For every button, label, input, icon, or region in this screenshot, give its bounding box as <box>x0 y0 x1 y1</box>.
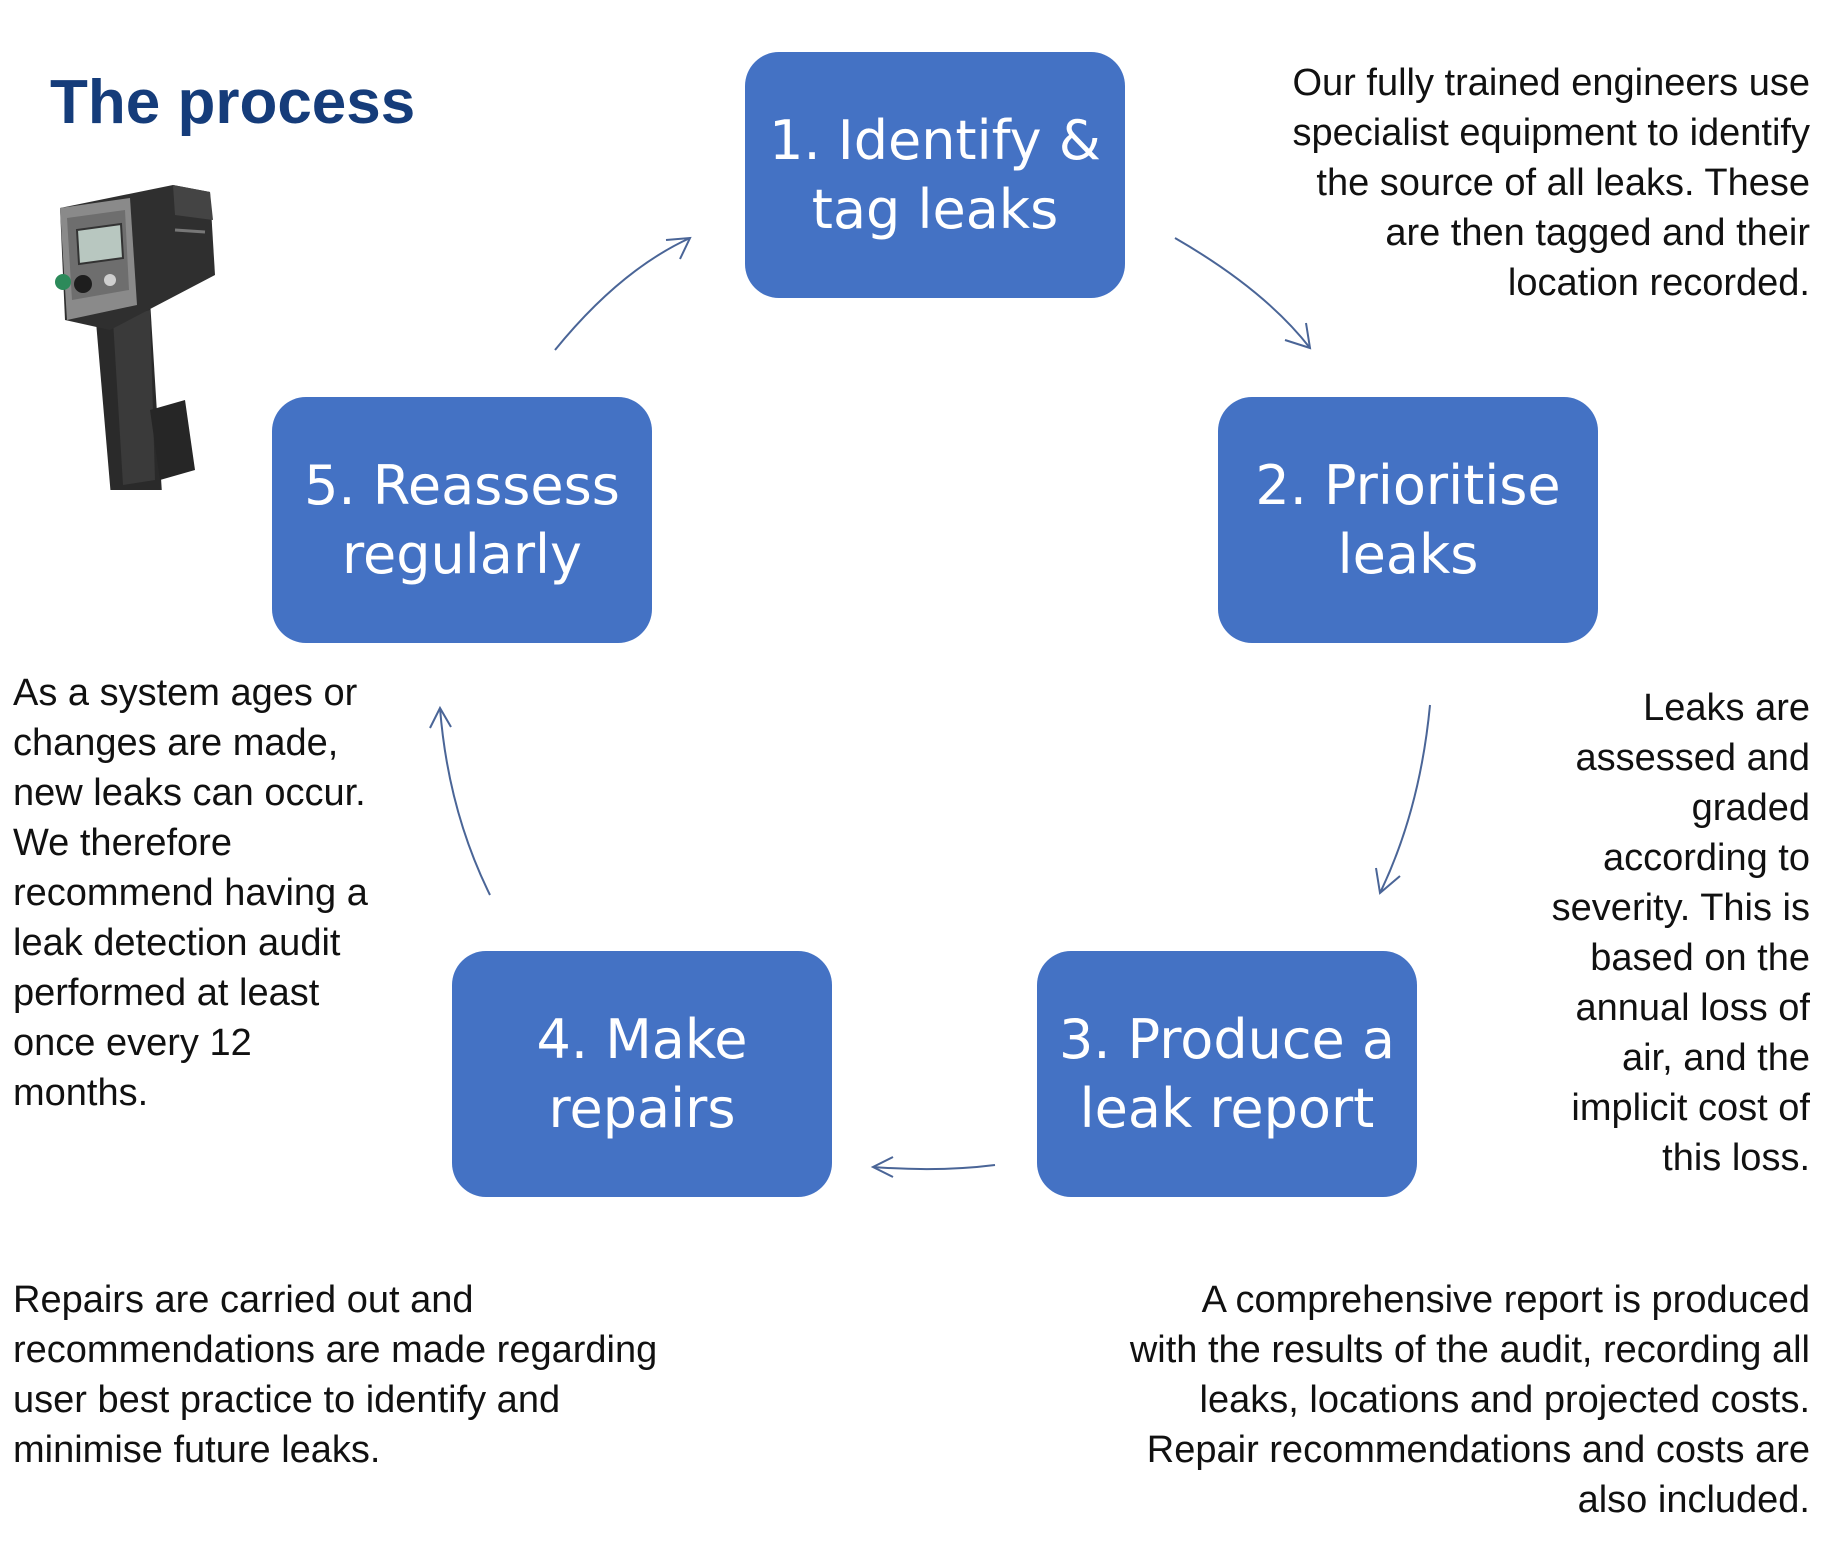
arrow-2-to-3 <box>1375 704 1431 895</box>
step-label: leaks <box>1337 523 1479 586</box>
description-line: leak detection audit <box>13 922 341 964</box>
description-line: recommend having a <box>13 872 368 914</box>
description-line: this loss. <box>1662 1137 1810 1179</box>
step-repairs-box: 4. Make repairs <box>452 951 832 1197</box>
arrow-3-to-4 <box>870 1156 996 1178</box>
description-line: user best practice to identify and <box>13 1379 561 1421</box>
description-line: according to <box>1602 837 1810 879</box>
step-label: leak report <box>1079 1077 1375 1140</box>
description-line: months. <box>13 1072 149 1114</box>
description-line: based on the <box>1590 937 1810 979</box>
identify-description: Our fully trained engineers use speciali… <box>1190 58 1810 308</box>
description-line: with the results of the audit, recording… <box>1129 1329 1810 1371</box>
description-line: performed at least <box>13 972 320 1014</box>
report-description: A comprehensive report is produced with … <box>1030 1275 1810 1525</box>
description-line: Our fully trained engineers use <box>1292 62 1810 104</box>
description-line: Leaks are <box>1643 687 1810 729</box>
step-label: 4. Make <box>536 1007 748 1071</box>
description-line: Repairs are carried out and <box>13 1279 474 1321</box>
step-label: 5. Reassess <box>304 453 620 517</box>
description-line: minimise future leaks. <box>13 1429 381 1471</box>
description-line: also included. <box>1577 1479 1810 1521</box>
description-line: As a system ages or <box>13 672 358 714</box>
arrow-5-to-1 <box>554 236 692 351</box>
description-line: implicit cost of <box>1571 1087 1810 1129</box>
step-label: repairs <box>548 1077 736 1140</box>
description-line: Repair recommendations and costs are <box>1146 1429 1810 1471</box>
description-line: changes are made, <box>13 722 339 764</box>
description-line: are then tagged and their <box>1385 212 1810 254</box>
step-reassess-box: 5. Reassess regularly <box>272 397 652 643</box>
leak-detector-device-icon <box>55 185 215 490</box>
description-line: new leaks can occur. <box>13 772 366 814</box>
step-label: regularly <box>341 523 582 586</box>
description-line: assessed and <box>1575 737 1811 779</box>
arrow-4-to-5 <box>429 705 491 896</box>
step-label: 1. Identify & <box>769 108 1101 172</box>
description-line: A comprehensive report is produced <box>1201 1279 1810 1321</box>
step-report-box: 3. Produce a leak report <box>1037 951 1417 1197</box>
repairs-description: Repairs are carried out and recommendati… <box>13 1275 773 1475</box>
description-line: recommendations are made regarding <box>13 1329 658 1371</box>
description-line: once every 12 <box>13 1022 252 1064</box>
step-label: 3. Produce a <box>1058 1007 1396 1071</box>
description-line: severity. This is <box>1551 887 1810 929</box>
step-identify-box: 1. Identify & tag leaks <box>745 52 1125 298</box>
description-line: We therefore <box>13 822 232 864</box>
prioritise-description: Leaks are assessed and graded according … <box>1490 683 1810 1183</box>
description-line: graded <box>1691 787 1810 829</box>
step-prioritise-box: 2. Prioritise leaks <box>1218 397 1598 643</box>
description-line: leaks, locations and projected costs. <box>1199 1379 1810 1421</box>
step-label: 2. Prioritise <box>1255 453 1561 517</box>
description-line: location recorded. <box>1507 262 1810 304</box>
description-line: the source of all leaks. These <box>1316 162 1810 204</box>
step-label: tag leaks <box>811 178 1059 241</box>
reassess-description: As a system ages or changes are made, ne… <box>13 668 433 1118</box>
description-line: specialist equipment to identify <box>1292 112 1810 154</box>
page-title: The process <box>50 68 416 137</box>
description-line: air, and the <box>1621 1037 1810 1079</box>
description-line: annual loss of <box>1575 987 1811 1029</box>
